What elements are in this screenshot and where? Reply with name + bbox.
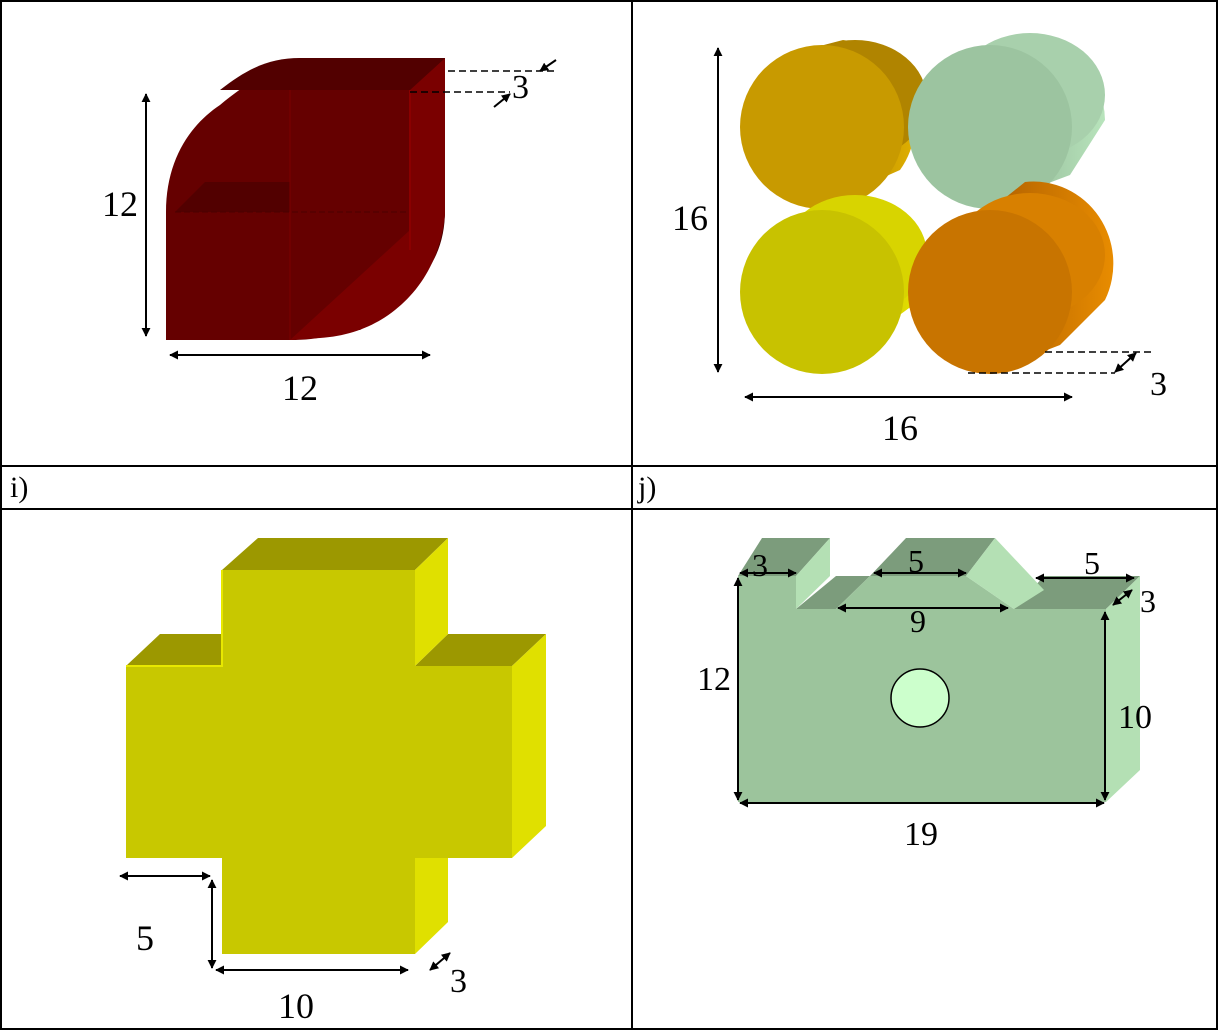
cross-top-face-right — [415, 634, 546, 666]
leaf-depth-arrow-top — [539, 59, 557, 72]
leaf-height-label: 12 — [102, 184, 138, 224]
block-right-notch-label: 5 — [1084, 545, 1100, 581]
block-top-floor-left — [796, 576, 870, 609]
leaf-depth-label: 3 — [512, 69, 529, 106]
cross-arm-label: 5 — [136, 918, 154, 958]
figure-cross: 5 10 3 — [119, 538, 546, 1026]
cross-base-label: 10 — [278, 986, 314, 1026]
leaf-width-label: 12 — [282, 368, 318, 408]
block-middle-tab-side — [966, 538, 1044, 609]
cylinder-top-left — [740, 40, 927, 209]
block-top-left-tab — [738, 538, 830, 576]
figure-leaf-shape: 12 12 3 — [102, 58, 557, 408]
block-depth-arrow — [1112, 589, 1133, 606]
block-width-label: 19 — [904, 816, 938, 853]
block-left-tab-side — [796, 538, 830, 609]
leaf-depth-arrow-bottom — [493, 93, 511, 108]
cylinders-depth-label: 3 — [1150, 366, 1167, 403]
block-middle-tab-front — [836, 576, 1014, 609]
block-height-left-label: 12 — [697, 661, 731, 698]
block-depth-label: 3 — [1140, 583, 1156, 619]
cross-depth-arrow — [429, 952, 451, 971]
figure-four-cylinders: 16 16 3 — [672, 33, 1167, 448]
leaf-side-face — [290, 58, 445, 340]
cylinders-depth-arrow — [1114, 352, 1137, 373]
block-left-notch-label: 3 — [752, 547, 768, 583]
block-height-right-label: 10 — [1118, 699, 1152, 736]
cross-top-face-left — [126, 634, 222, 666]
block-left-tab-front — [738, 576, 796, 609]
cross-front-face — [126, 570, 512, 954]
cross-side-face-right — [512, 634, 546, 858]
caption-i: i) — [10, 471, 28, 504]
block-top-right-tab — [1014, 576, 1140, 609]
caption-j: j) — [637, 471, 656, 504]
leaf-inner-step — [175, 182, 290, 212]
cross-side-face-upper — [415, 538, 448, 666]
cylinder-bottom-left — [740, 195, 927, 374]
cross-depth-label: 3 — [450, 963, 467, 1000]
block-middle-notch-label: 5 — [908, 543, 924, 579]
block-side-face — [1106, 576, 1140, 802]
cylinders-width-label: 16 — [882, 408, 918, 448]
cross-top-face-upper — [222, 538, 448, 570]
cylinder-bottom-right — [908, 181, 1114, 374]
cylinders-height-label: 16 — [672, 198, 708, 238]
block-top-middle-tab — [870, 538, 995, 576]
cylinder-top-right — [908, 33, 1105, 209]
figure-notched-block: 3 5 5 9 12 10 19 3 — [697, 538, 1156, 853]
leaf-top-face — [220, 58, 445, 90]
block-hole — [890, 668, 950, 728]
block-gap-label: 9 — [910, 603, 926, 639]
